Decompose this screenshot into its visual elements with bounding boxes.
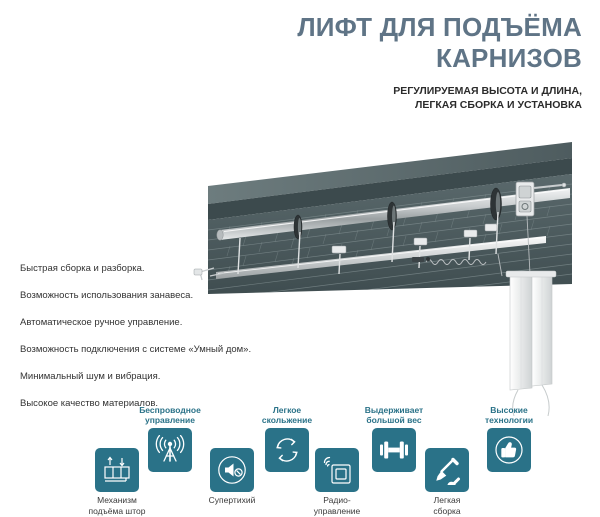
dumbbell-icon <box>372 428 416 472</box>
benefit-caption: Легкая сборка <box>433 495 461 517</box>
benefit-item-curtain-lift[interactable]: Механизм подъёма штор <box>65 424 169 517</box>
benefit-item-high-tech[interactable]: Высокие технологии <box>457 404 561 475</box>
benefit-caption: Радио- управление <box>313 495 361 517</box>
benefit-caption <box>457 472 561 475</box>
benefit-icon-strip: Механизм подъёма штор Беспроводное управ… <box>0 404 600 516</box>
page-subtitle: РЕГУЛИРУЕМАЯ ВЫСОТА И ДЛИНА, ЛЕГКАЯ СБОР… <box>162 84 582 112</box>
feature-item: Высокое качество материалов. <box>20 398 159 409</box>
benefit-caption-top: Беспроводное управление <box>139 404 201 426</box>
thumbs-up-icon <box>487 428 531 472</box>
page-subtitle-line-1: РЕГУЛИРУЕМАЯ ВЫСОТА И ДЛИНА, <box>393 85 582 97</box>
benefit-caption: Супертихий <box>208 495 256 505</box>
benefit-item-radio-control[interactable]: Радио- управление <box>285 424 389 517</box>
benefit-caption: Механизм подъёма штор <box>88 495 146 517</box>
rotation-arrows-icon <box>265 428 309 472</box>
feature-item: Возможность использования занавеса. <box>20 290 194 301</box>
header: ЛИФТ ДЛЯ ПОДЪЁМА КАРНИЗОВ РЕГУЛИРУЕМАЯ В… <box>0 0 600 120</box>
page-title-line-1: ЛИФТ ДЛЯ ПОДЪЁМА <box>297 12 582 42</box>
page-subtitle-line-2: ЛЕГКАЯ СБОРКА И УСТАНОВКА <box>415 99 582 112</box>
mute-speaker-icon <box>210 448 254 492</box>
feature-item: Минимальный шум и вибрация. <box>20 371 161 382</box>
benefit-item-easy-assembly[interactable]: Легкая сборка <box>395 424 499 517</box>
page-title: ЛИФТ ДЛЯ ПОДЪЁМА КАРНИЗОВ <box>162 12 582 73</box>
benefit-caption-top: Выдерживает большой вес <box>364 404 424 426</box>
benefit-item-easy-sliding[interactable]: Легкое скольжение <box>235 404 339 475</box>
feature-list: Быстрая сборка и разборка. Возможность и… <box>20 264 290 426</box>
feature-item: Возможность подключения с системе «Умный… <box>20 344 252 355</box>
benefit-item-super-quiet[interactable]: Супертихий <box>180 424 284 506</box>
tools-icon <box>425 448 469 492</box>
product-hero-image <box>180 126 600 416</box>
feature-item: Автоматическое ручное управление. <box>20 317 183 328</box>
benefit-caption-top: Легкое скольжение <box>261 404 313 426</box>
benefit-caption-top: Высокие технологии <box>484 404 534 426</box>
wireless-tower-icon <box>148 428 192 472</box>
feature-item: Быстрая сборка и разборка. <box>20 263 145 274</box>
benefit-item-wireless-control[interactable]: Беспроводное управление <box>118 404 222 475</box>
benefit-item-heavy-load[interactable]: Выдерживает большой вес <box>342 404 446 475</box>
wall-switch-wifi-icon <box>315 448 359 492</box>
curtain-lift-icon <box>95 448 139 492</box>
page-title-line-2: КАРНИЗОВ <box>436 42 582 73</box>
